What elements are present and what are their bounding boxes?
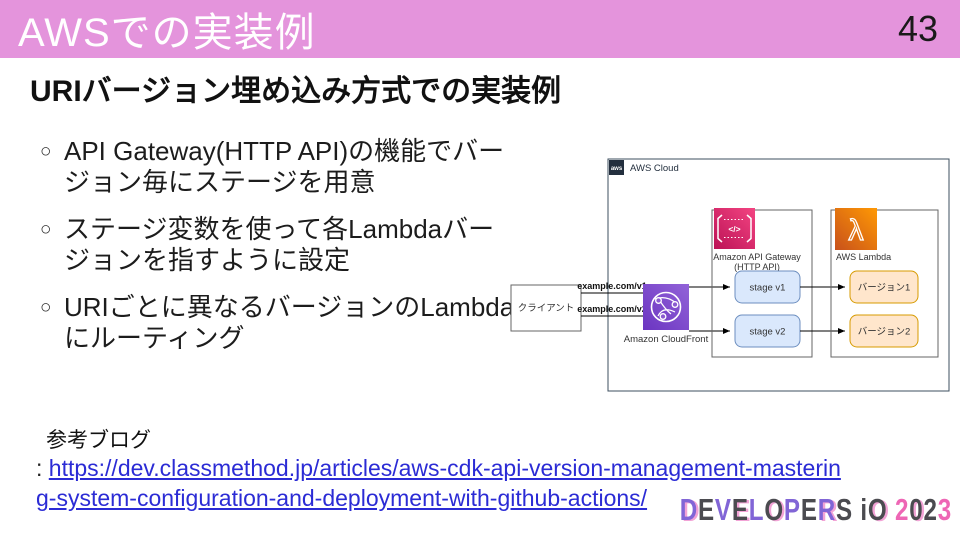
route1-label: example.com/v1: [577, 281, 647, 291]
logo-letter: S: [836, 492, 853, 527]
page-number: 43: [897, 8, 938, 49]
bullet-text: ステージ変数を使って各Lambdaバージョンを指すように設定: [64, 214, 495, 275]
developers-io-logo: DEVELOPERS iO 2023: [680, 492, 952, 528]
logo-letter: i: [860, 492, 868, 527]
reference-link-block: : https://dev.classmethod.jp/articles/aw…: [36, 454, 956, 513]
logo-space: [888, 492, 896, 527]
logo-letter: 2: [923, 492, 938, 527]
cloudfront-label: Amazon CloudFront: [624, 334, 709, 345]
lambda-label: AWS Lambda: [836, 252, 891, 262]
api-gateway-group-box: [711, 209, 813, 358]
version2-box: [849, 314, 919, 348]
logo-letter: O: [867, 492, 888, 527]
blog-link[interactable]: https://dev.classmethod.jp/articles/aws-…: [48, 455, 841, 481]
slide-title: AWSでの実装例: [18, 11, 316, 55]
api-gateway-glyph: </>: [728, 224, 740, 234]
logo-letter: E: [800, 492, 818, 527]
logo-letter: V: [714, 492, 732, 527]
logo-letter: P: [783, 492, 801, 527]
version1-label: バージョン1: [858, 283, 911, 294]
api-gateway-label: Amazon API Gateway: [713, 252, 801, 262]
lambda-glyph: λ: [849, 214, 864, 247]
client-box: [510, 284, 582, 332]
aws-cloud-box: [607, 158, 950, 392]
list-item: ○ ステージ変数を使って各Lambdaバージョンを指すように設定: [40, 214, 518, 276]
version2-label: バージョン2: [858, 327, 911, 338]
api-gateway-icon: </>: [714, 208, 755, 249]
aws-logo-text: aws: [611, 166, 623, 172]
route2-label: example.com/v2: [577, 304, 647, 314]
section-heading: URIバージョン埋め込み方式での実装例: [30, 75, 562, 108]
version1-box: [849, 270, 919, 304]
logo-space: [853, 492, 861, 527]
lambda-group-box: [830, 209, 939, 358]
lambda-icon: λ: [835, 208, 877, 250]
cloudfront-icon: [643, 284, 689, 330]
stage-v1-label: stage v1: [750, 283, 786, 294]
bullet-circle-icon: ○: [40, 297, 52, 318]
bullet-circle-icon: ○: [40, 141, 52, 162]
header-bar: AWSでの実装例: [0, 0, 960, 58]
colon-prefix: :: [36, 455, 49, 481]
logo-letter: R: [817, 492, 837, 527]
aws-architecture-diagram: aws AWS Cloud クライアント example.com/v1 exam…: [510, 158, 950, 392]
logo-letter: O: [764, 492, 784, 527]
logo-letter: E: [698, 492, 715, 527]
logo-letter: D: [679, 492, 699, 527]
aws-cloud-label: AWS Cloud: [630, 163, 679, 174]
logo-letter: E: [731, 492, 749, 527]
logo-letter: 0: [909, 492, 924, 527]
reference-heading: 参考ブログ: [46, 429, 151, 452]
reference-link-line1: : https://dev.classmethod.jp/articles/aw…: [36, 454, 956, 484]
bullet-text: URIごとに異なるバージョンのLambdaにルーティング: [64, 292, 515, 353]
logo-letter: 3: [937, 492, 952, 527]
bullet-circle-icon: ○: [40, 219, 52, 240]
bullet-list: ○ API Gateway(HTTP API)の機能でバージョン毎にステージを用…: [40, 136, 518, 370]
logo-letter: L: [748, 492, 765, 527]
client-label: クライアント: [518, 303, 575, 314]
list-item: ○ URIごとに異なるバージョンのLambdaにルーティング: [40, 292, 518, 354]
aws-logo-icon: [609, 160, 624, 175]
list-item: ○ API Gateway(HTTP API)の機能でバージョン毎にステージを用…: [40, 136, 518, 198]
reference-link-line2: g-system-configuration-and-deployment-wi…: [36, 484, 956, 514]
api-gateway-sublabel: (HTTP API): [734, 262, 780, 272]
bullet-text: API Gateway(HTTP API)の機能でバージョン毎にステージを用意: [64, 136, 505, 197]
blog-link[interactable]: g-system-configuration-and-deployment-wi…: [36, 484, 648, 511]
stage-v2-label: stage v2: [750, 327, 786, 338]
logo-letter: 2: [895, 492, 910, 527]
